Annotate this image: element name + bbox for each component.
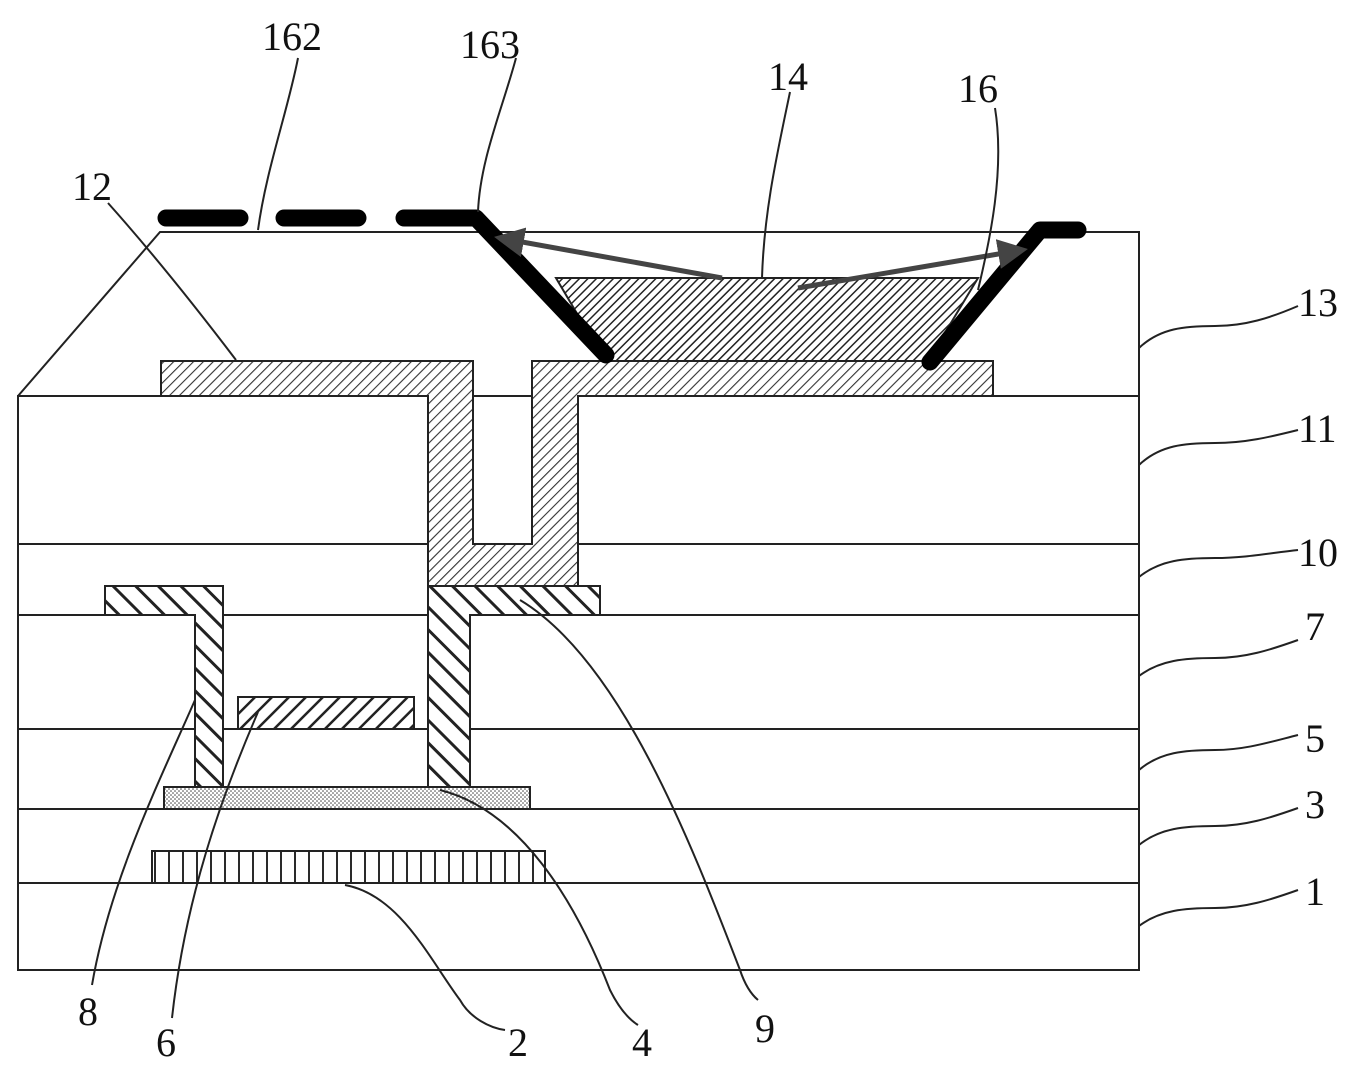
leader-12 bbox=[107, 202, 237, 361]
label-16: 16 bbox=[958, 66, 998, 111]
reflector-segment-163 bbox=[395, 209, 615, 364]
layer-13 bbox=[17, 231, 1140, 397]
source-electrode-8 bbox=[104, 585, 224, 788]
anode-12 bbox=[160, 360, 994, 587]
label-7: 7 bbox=[1305, 604, 1325, 649]
light-shield-2 bbox=[151, 850, 546, 884]
leader-11 bbox=[1138, 429, 1299, 466]
emitting-layer-14 bbox=[554, 277, 980, 362]
label-14: 14 bbox=[768, 54, 808, 99]
leader-6 bbox=[171, 711, 259, 1019]
label-8: 8 bbox=[78, 989, 98, 1034]
reflector-16 bbox=[157, 209, 1087, 371]
label-12: 12 bbox=[72, 164, 112, 209]
substrate-1 bbox=[17, 882, 1140, 971]
leader-13 bbox=[1138, 305, 1299, 349]
label-13: 13 bbox=[1298, 280, 1338, 325]
leader-lines bbox=[91, 57, 1299, 1031]
leader-16 bbox=[977, 107, 1000, 291]
label-163: 163 bbox=[460, 22, 520, 67]
leader-7 bbox=[1138, 639, 1299, 677]
label-4: 4 bbox=[632, 1020, 652, 1065]
label-2: 2 bbox=[508, 1020, 528, 1065]
label-6: 6 bbox=[156, 1020, 176, 1065]
leader-5 bbox=[1138, 734, 1299, 771]
label-3: 3 bbox=[1305, 782, 1325, 827]
layer-7 bbox=[17, 614, 1140, 730]
leader-1 bbox=[1138, 889, 1299, 927]
label-162: 162 bbox=[262, 14, 322, 59]
gate-6 bbox=[237, 696, 415, 730]
reflector-segment-16-right bbox=[921, 221, 1087, 371]
leader-3 bbox=[1138, 807, 1299, 846]
leader-2 bbox=[344, 884, 506, 1031]
leader-9 bbox=[519, 599, 759, 1001]
leader-163 bbox=[477, 57, 517, 213]
active-layer-4 bbox=[163, 786, 531, 810]
label-9: 9 bbox=[755, 1006, 775, 1051]
leader-8 bbox=[91, 699, 196, 986]
label-1: 1 bbox=[1305, 869, 1325, 914]
leader-4 bbox=[439, 789, 639, 1026]
reference-labels: 162 163 14 16 12 13 11 10 7 5 3 1 8 6 2 … bbox=[72, 14, 1338, 1065]
leader-14 bbox=[761, 91, 791, 279]
drain-electrode-9 bbox=[427, 585, 601, 788]
label-11: 11 bbox=[1298, 406, 1337, 451]
label-5: 5 bbox=[1305, 716, 1325, 761]
leader-162 bbox=[257, 57, 299, 231]
ray-left-arrow bbox=[494, 227, 723, 281]
label-10: 10 bbox=[1298, 530, 1338, 575]
leader-10 bbox=[1138, 549, 1299, 578]
